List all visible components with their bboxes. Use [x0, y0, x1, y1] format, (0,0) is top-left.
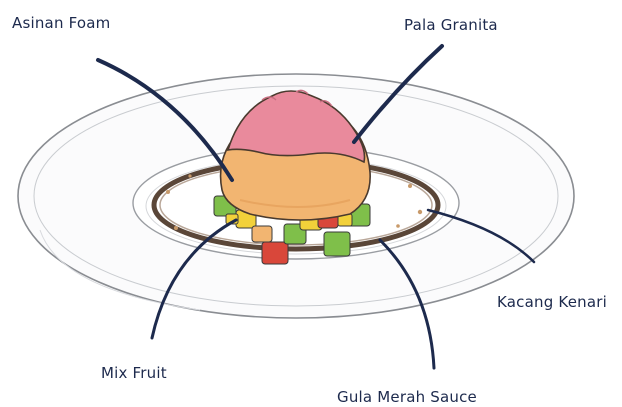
label-mix-fruit: Mix Fruit: [101, 364, 167, 382]
label-asinan-foam: Asinan Foam: [12, 14, 111, 32]
label-kacang-kenari: Kacang Kenari: [497, 293, 607, 311]
label-gula-merah-sauce: Gula Merah Sauce: [337, 388, 477, 406]
label-pala-granita: Pala Granita: [404, 16, 498, 34]
